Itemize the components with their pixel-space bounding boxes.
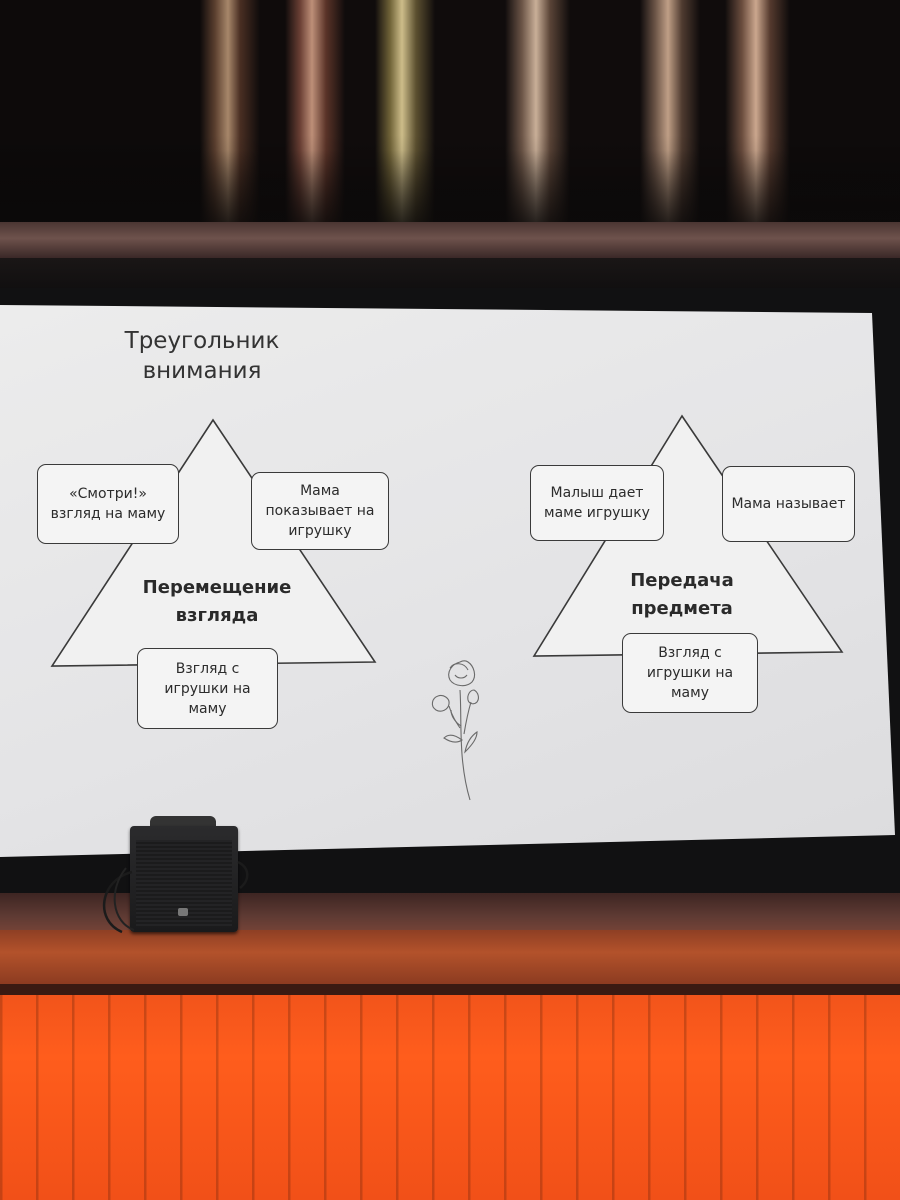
- right-box-bottom: Взгляд с игрушки на маму: [622, 633, 758, 713]
- left-center-label: Перемещение взгляда: [142, 577, 292, 626]
- left-box-top-right: Мама показывает на игрушку: [251, 472, 389, 550]
- ceiling-beam: [0, 222, 900, 258]
- speaker-logo: [178, 908, 188, 916]
- right-box-top-left: Малыш дает маме игрушку: [530, 465, 664, 541]
- left-box-bottom: Взгляд с игрушки на маму: [137, 648, 278, 729]
- stage-gap: [0, 984, 900, 996]
- ceiling-shadow: [0, 150, 900, 230]
- flower-icon: [431, 660, 479, 801]
- right-box-top-right: Мама называет: [722, 466, 855, 542]
- stage-edge: [0, 930, 900, 986]
- slide-title: Треугольник внимания: [124, 328, 280, 384]
- right-center-label: Передача предмета: [630, 570, 734, 619]
- stage-front-panel: [0, 995, 900, 1200]
- left-box-top-left: «Смотри!» взгляд на маму: [37, 464, 179, 544]
